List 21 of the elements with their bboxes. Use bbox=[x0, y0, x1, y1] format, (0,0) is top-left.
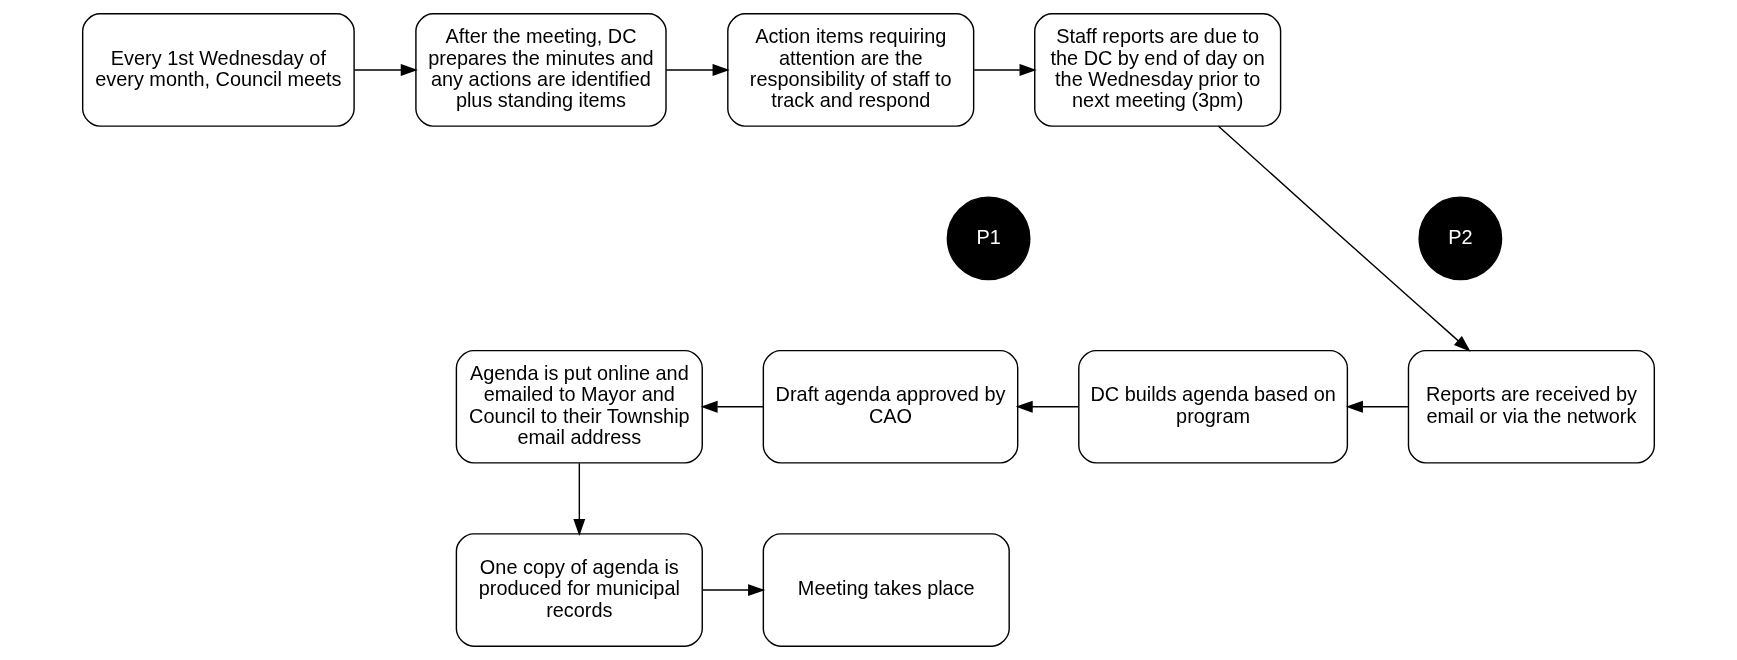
node-box: One copy of agenda is produced for municipal records bbox=[455, 533, 703, 647]
node-box: DC builds agenda based on program bbox=[1078, 349, 1349, 464]
node-circle: P1 bbox=[946, 196, 1031, 281]
arrow bbox=[1345, 400, 1409, 413]
arrow bbox=[700, 400, 764, 413]
arrow bbox=[353, 63, 418, 76]
arrow bbox=[973, 63, 1037, 76]
node-circle: P2 bbox=[1418, 196, 1503, 281]
node-box: Reports are received by email or via the network bbox=[1407, 349, 1656, 464]
node-box: Staff reports are due to the DC by end of day on the Wednesday prior to next meeting (3pm) bbox=[1034, 13, 1282, 127]
arrow bbox=[665, 63, 730, 76]
arrow bbox=[1217, 125, 1471, 352]
node-box: Draft agenda approved by CAO bbox=[762, 349, 1019, 464]
node-box: Action items requiring attention are the responsibility of staff to track and respond bbox=[727, 13, 975, 127]
node-box: After the meeting, DC prepares the minutes and any actions are identified plus standing items bbox=[415, 13, 667, 127]
arrow bbox=[1015, 400, 1080, 413]
node-box: Meeting takes place bbox=[762, 533, 1010, 647]
node-box: Every 1st Wednesday of every month, Council meets bbox=[81, 13, 355, 127]
node-box: Agenda is put online and emailed to Mayor and Council to their Township email address bbox=[455, 349, 703, 464]
arrow bbox=[702, 584, 766, 597]
arrow bbox=[573, 462, 586, 536]
